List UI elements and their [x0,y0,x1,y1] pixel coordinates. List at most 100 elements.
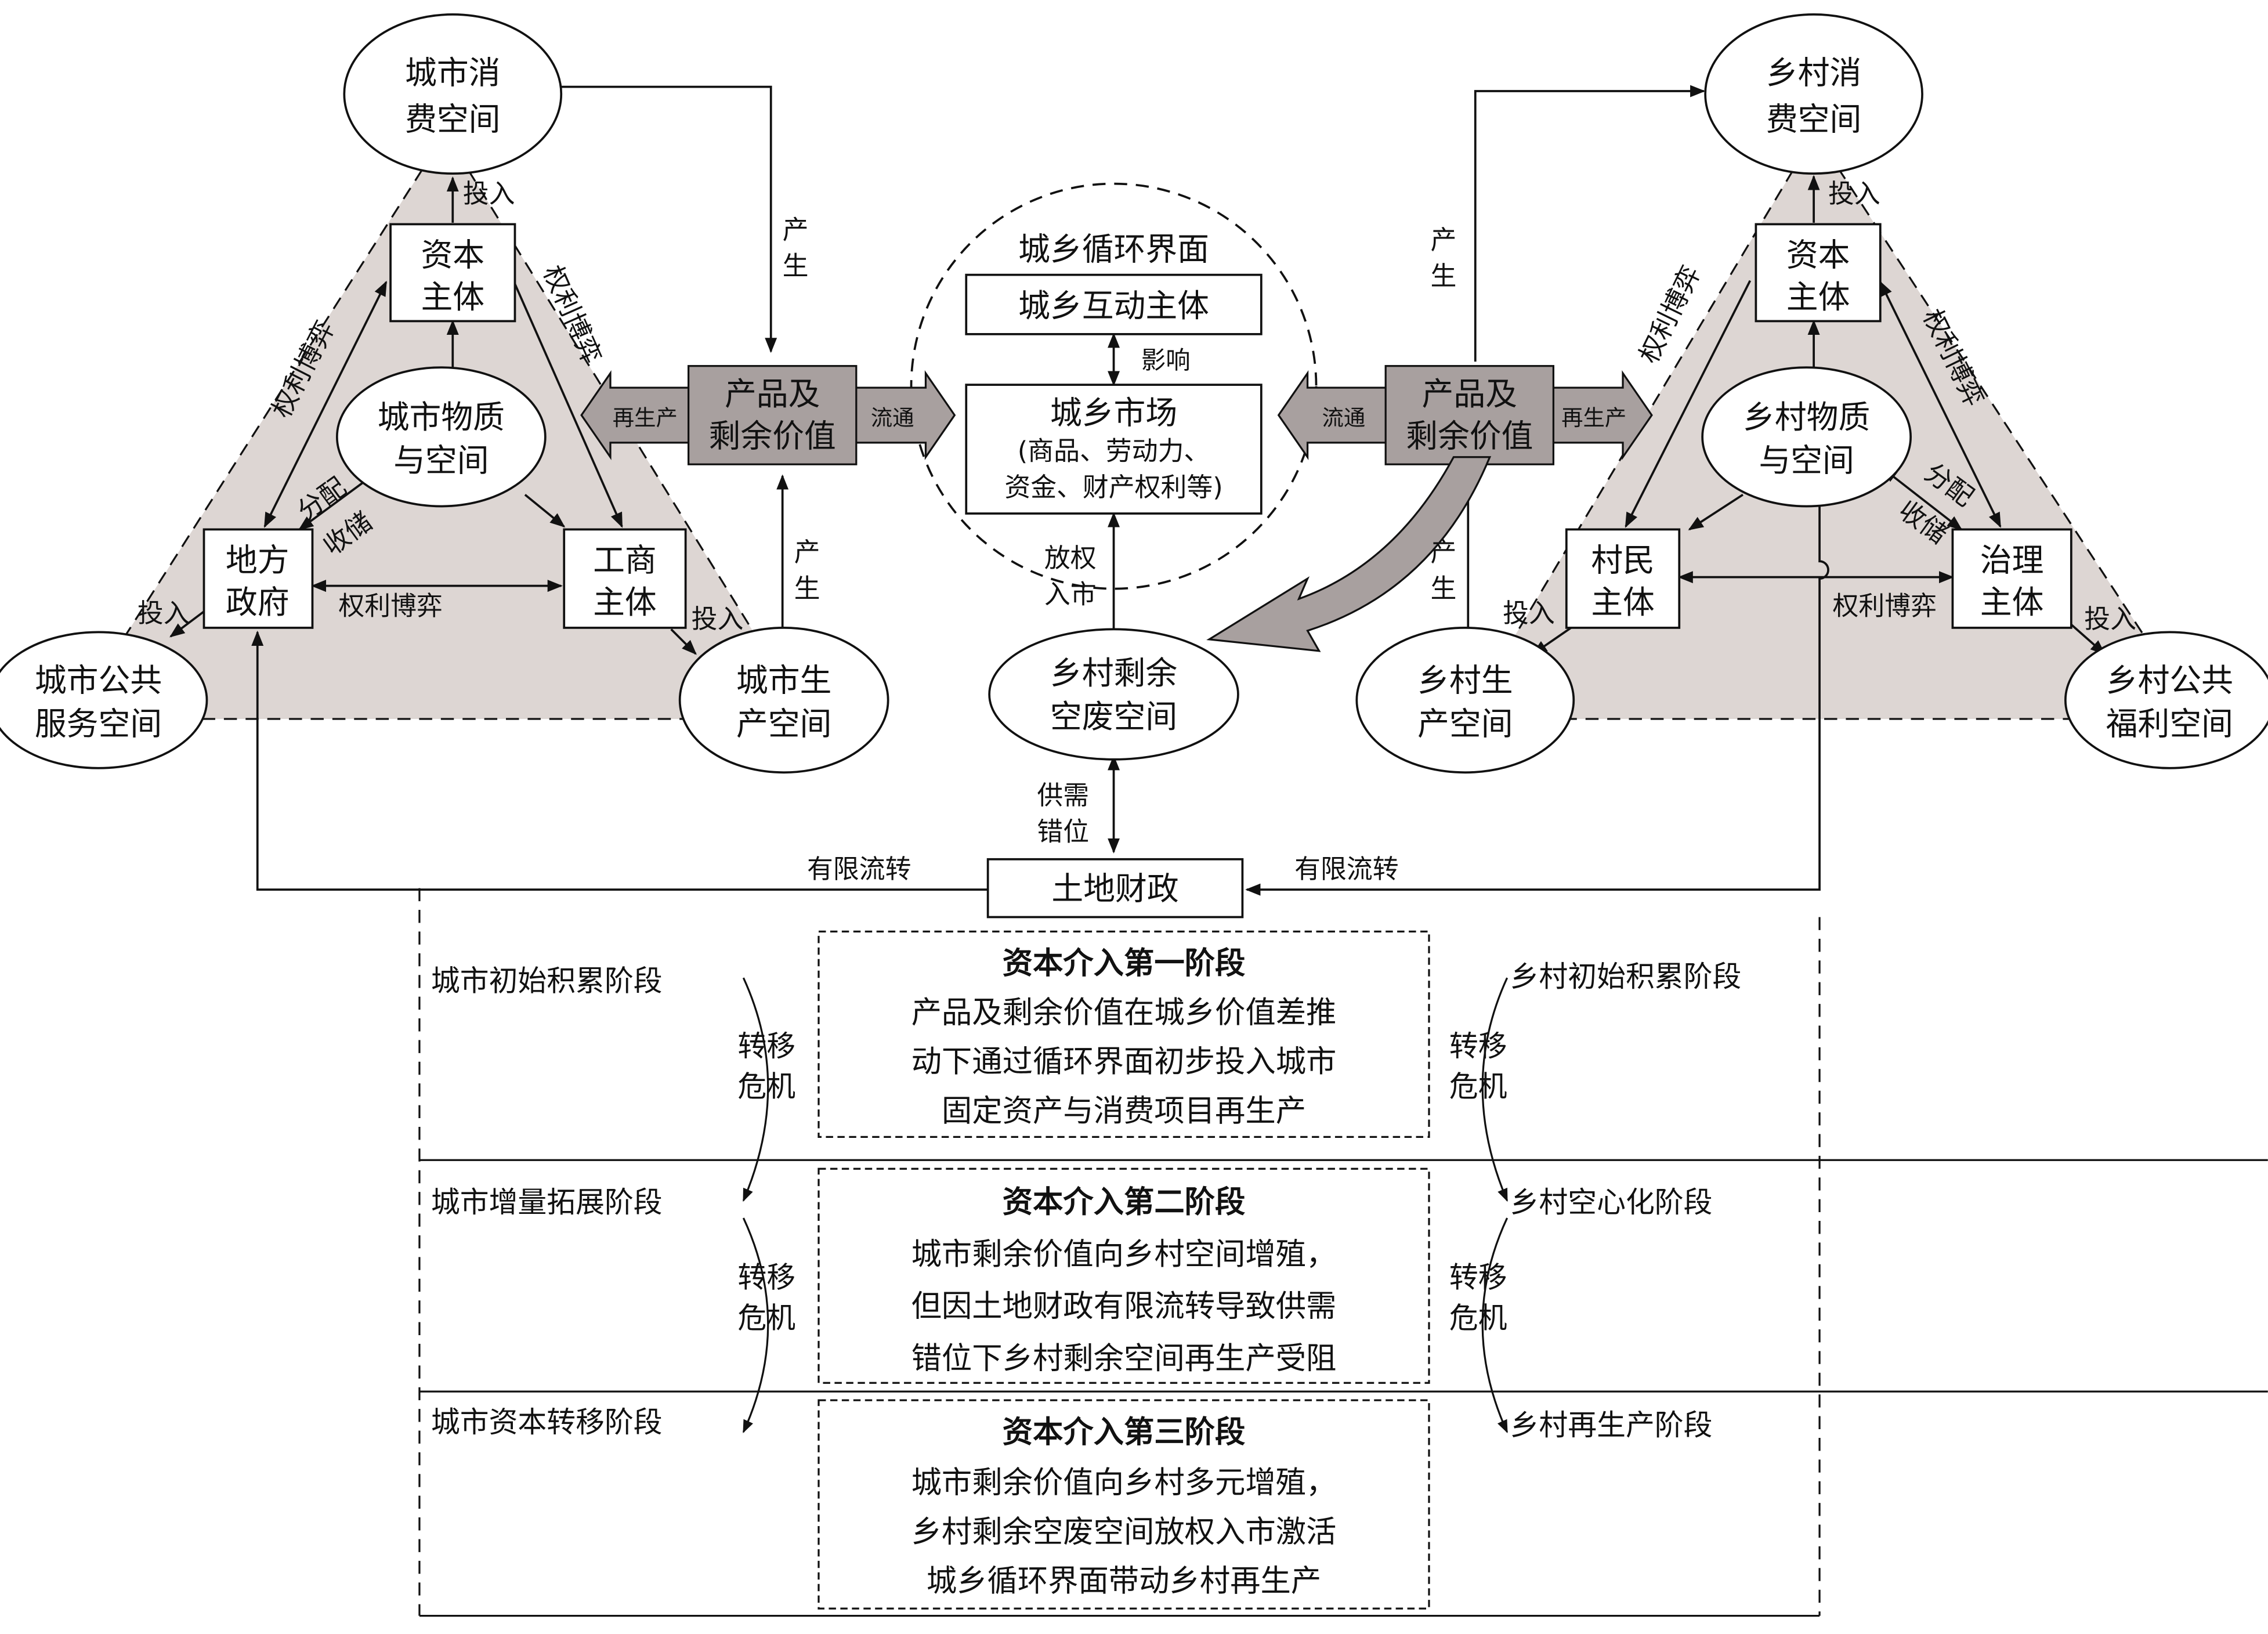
rural-governance-to-welfare-arrow [2067,621,2106,655]
rural-produce-to-consumption-arrow [1474,85,1706,362]
rural-crisis-1-2: 危机 [1449,1070,1507,1104]
urban-circulate: 流通 [871,405,914,431]
urban-crisis-1: 转移 [737,1029,795,1063]
urban-gov-to-public-arrow [169,609,207,638]
urban-produce-bottom-2: 生 [794,573,820,604]
rural-villager-label: 村民 [1591,542,1655,579]
rural-invest-right: 投入 [2084,603,2136,634]
urban-crisis-2-2: 危机 [737,1301,795,1335]
release-label: 放权 [1044,543,1097,573]
urban-product-label: 产品及 [725,375,820,413]
rural-capital-box [1755,223,1882,323]
rural-welfare-label: 乡村公共 [2106,662,2233,699]
rural-governance-box [1951,528,2072,629]
rural-stage-1: 乡村初始积累阶段 [1510,960,1742,993]
rural-crisis-1: 转移 [1449,1029,1507,1063]
market-title: 城乡市场 [1050,394,1177,431]
rural-crisis-arrow-2 [1481,1217,1509,1434]
rural-power-left-arrow [1625,280,1752,528]
land-finance-label: 土地财政 [1051,870,1178,908]
rural-product-box [1384,365,1554,465]
surplus-space-label-2: 空废空间 [1050,698,1177,735]
urban-produce-top-2: 生 [783,251,809,281]
surplus-space-ellipse [988,628,1239,761]
limited-transfer-right: 有限流转 [1294,854,1398,884]
rural-material-label-2: 与空间 [1759,442,1854,479]
stage-2-line-1: 城市剩余价值向乡村空间增殖， [911,1237,1337,1272]
stage-3-box [818,1399,1430,1610]
rural-material-to-governance-arrow [1882,468,1963,531]
rural-governance-label: 治理 [1980,542,2044,579]
urban-material-to-commerce-arrow [524,494,566,528]
rural-governance-label-2: 主体 [1980,584,2044,621]
urban-material-ellipse [335,366,547,508]
urban-invest-right: 投入 [692,603,744,634]
rural-produce-top-2: 生 [1430,261,1456,291]
rural-crisis-2: 转移 [1449,1261,1507,1295]
market-line-3: 资金、财产权利等) [1004,472,1222,503]
rural-product-label: 产品及 [1422,375,1518,413]
interface-title: 城乡循环界面 [1018,231,1209,268]
rural-crisis-arrow-1 [1481,977,1509,1202]
interactive-subject-label: 城乡互动主体 [1018,287,1209,324]
urban-commerce-label: 工商 [593,542,657,579]
rural-material-ellipse [1701,366,1912,508]
rural-stage-3: 乡村再生产阶段 [1510,1408,1713,1442]
rural-welfare-ellipse [2064,631,2268,769]
urban-production-label-2: 产空间 [736,705,832,742]
urban-crisis-1-2: 危机 [737,1070,795,1104]
stage-1-title: 资本介入第一阶段 [1003,946,1246,981]
urban-production-label: 城市生 [736,662,832,699]
rural-power-right-arrow [1879,280,2002,528]
limited-transfer-left-arrow [251,630,988,891]
mismatch-label: 供需 [1037,780,1089,811]
stage-3-line-1: 城市剩余价值向乡村多元增殖， [911,1465,1337,1501]
urban-capital-label-2: 主体 [421,279,484,316]
rural-villager-box [1565,528,1681,629]
influence-label: 影响 [1141,346,1191,375]
urban-product-box [687,365,858,465]
rural-consumption-label: 乡村消 [1766,55,1862,92]
rural-material-to-villager-arrow [1688,494,1743,530]
urban-consumption-produce-arrow [559,85,777,353]
stage-2-title: 资本介入第二阶段 [1003,1184,1246,1220]
stage-2-box [818,1167,1430,1384]
rural-stage-2: 乡村空心化阶段 [1510,1185,1713,1219]
urban-consumption-label-2: 费空间 [405,100,501,138]
urban-commerce-box [563,528,687,629]
limited-transfer-right-arrow [1245,491,1829,896]
release-label-2: 入市 [1044,579,1097,610]
urban-gov-label: 地方 [226,542,290,579]
rural-produce-bottom-2: 生 [1430,573,1456,604]
urban-gov-box [202,528,314,629]
rural-circulate: 流通 [1322,405,1366,431]
urban-reproduce: 再生产 [613,405,678,431]
mismatch-label-2: 错位 [1037,816,1089,847]
urban-gov-label-2: 政府 [226,584,290,621]
market-line-2: (商品、劳动力、 [1018,436,1210,467]
urban-produce-top: 产 [783,214,809,245]
urban-product-label-2: 剩余价值 [709,417,836,454]
rural-invest-top: 投入 [1828,178,1880,209]
surplus-space-label: 乡村剩余 [1050,655,1177,692]
rural-crisis-2-2: 危机 [1449,1301,1507,1335]
rural-consumption-ellipse [1704,13,1923,175]
rural-invest-left: 投入 [1503,598,1555,628]
interactive-subject-box [965,273,1263,335]
rural-reproduce: 再生产 [1561,405,1626,431]
rural-production-label: 乡村生 [1417,662,1513,699]
urban-power-right-arrow [512,280,623,528]
urban-capital-box [389,223,516,323]
stage-2-line-3: 错位下乡村剩余空间再生产受阻 [911,1340,1337,1376]
stage-2-line-2: 但因土地财政有限流转导致供需 [911,1289,1337,1324]
urban-public-ellipse [0,631,208,769]
urban-stage-3: 城市资本转移阶段 [431,1405,663,1439]
urban-invest-left: 投入 [138,598,190,628]
limited-transfer-left: 有限流转 [807,854,911,884]
urban-stage-2: 城市增量拓展阶段 [431,1185,663,1219]
rural-produce-bottom: 产 [1430,537,1456,567]
urban-production-ellipse [678,627,889,774]
urban-capital-label: 资本 [421,237,484,274]
